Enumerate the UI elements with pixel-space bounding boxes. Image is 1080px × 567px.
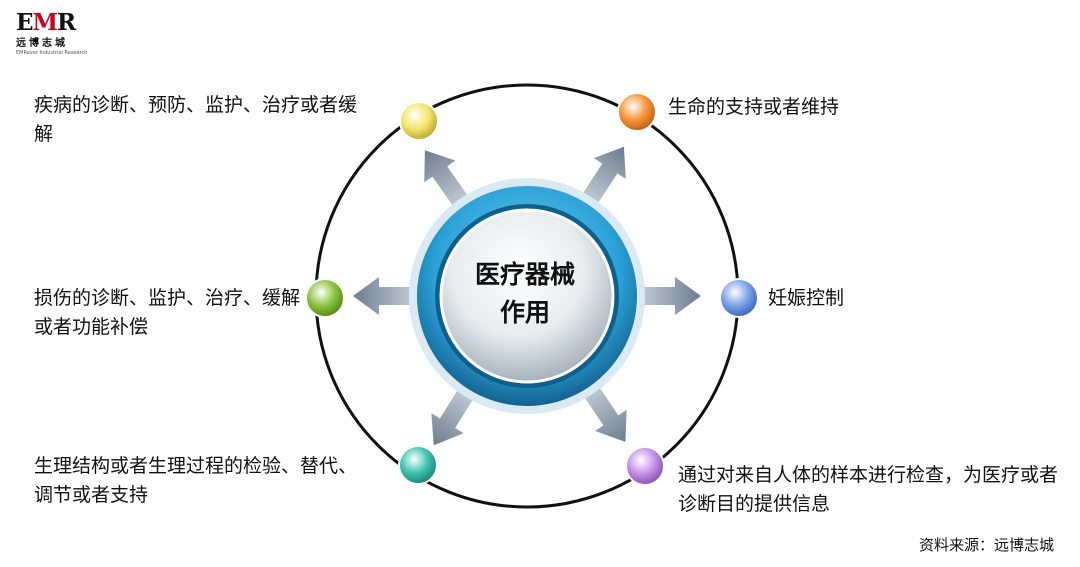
ball-top-left bbox=[399, 101, 439, 141]
label-bottom-left: 生理结构或者生理过程的检验、替代、调节或者支持 bbox=[34, 455, 358, 506]
logo-mark: EMR bbox=[16, 10, 86, 36]
center-title-line1: 医疗器械 bbox=[474, 260, 575, 289]
center-title: 医疗器械 作用 bbox=[460, 256, 590, 332]
logo-chinese-name: 远博志城 bbox=[16, 38, 68, 49]
arrow-bottom-right bbox=[582, 383, 627, 442]
center-core bbox=[439, 208, 615, 384]
logo-english-name: EMRever Industrial Research bbox=[16, 50, 88, 56]
source-note: 资料来源：远博志城 bbox=[918, 536, 1054, 554]
ball-mid-right bbox=[719, 278, 759, 318]
arrow-bottom-left bbox=[431, 386, 476, 446]
ball-top-right bbox=[617, 92, 657, 132]
logo-letter-m: M bbox=[32, 9, 58, 36]
arrow-top-right bbox=[580, 146, 626, 207]
ball-bottom-left bbox=[398, 445, 438, 485]
label-top-left: 疾病的诊断、预防、监护、治疗或者缓解 bbox=[34, 94, 358, 145]
label-bottom-right: 通过对来自人体的样本进行检查，为医疗或者诊断目的提供信息 bbox=[678, 464, 1059, 515]
arrow-top-left bbox=[424, 150, 471, 210]
ball-bottom-right bbox=[625, 446, 665, 486]
arrow-mid-right bbox=[639, 277, 701, 315]
label-top-right: 生命的支持或者维持 bbox=[668, 96, 840, 118]
label-mid-left: 损伤的诊断、监护、治疗、缓解或者功能补偿 bbox=[34, 287, 301, 338]
logo-letter-r: R bbox=[57, 9, 76, 36]
center-title-line2: 作用 bbox=[499, 298, 550, 327]
label-mid-right: 妊娠控制 bbox=[768, 287, 845, 309]
logo-letter-e: E bbox=[16, 9, 34, 36]
ball-mid-left bbox=[305, 278, 345, 318]
emr-logo: EMR 远博志城 EMRever Industrial Research bbox=[16, 10, 88, 62]
arrow-mid-left bbox=[353, 277, 415, 315]
